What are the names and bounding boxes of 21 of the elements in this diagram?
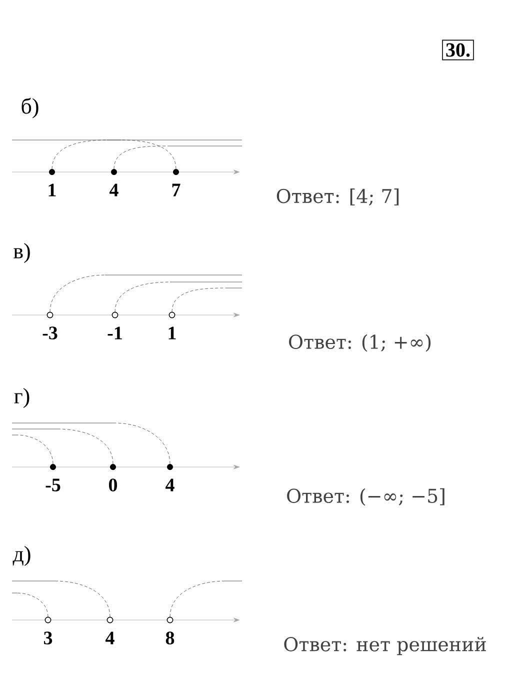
tick-label: 4	[106, 632, 114, 644]
tick-label: 3	[44, 632, 52, 644]
tick-label: -1	[108, 326, 122, 340]
tick-label: 7	[172, 184, 180, 196]
task-number: 30.	[442, 40, 474, 60]
part-label: в)	[14, 243, 30, 263]
tick-label: 4	[166, 478, 174, 492]
answer-text: Ответ: [4; 7]	[276, 188, 399, 206]
answer-text: Ответ: (−∞; −5]	[287, 488, 444, 506]
tick-label: 1	[48, 184, 56, 196]
part-label: б)	[22, 98, 38, 118]
tick-label: 8	[166, 632, 174, 644]
part-label: д)	[12, 546, 30, 566]
answer-text: Ответ: (1; +∞)	[289, 334, 431, 352]
tick-label: -3	[42, 326, 58, 340]
tick-label: -5	[46, 478, 60, 492]
tick-label: 4	[110, 184, 118, 196]
answer-text: Ответ: нет решений	[284, 636, 486, 656]
tick-label: 0	[108, 478, 118, 492]
tick-label: 1	[168, 326, 176, 340]
part-label: г)	[14, 388, 30, 408]
